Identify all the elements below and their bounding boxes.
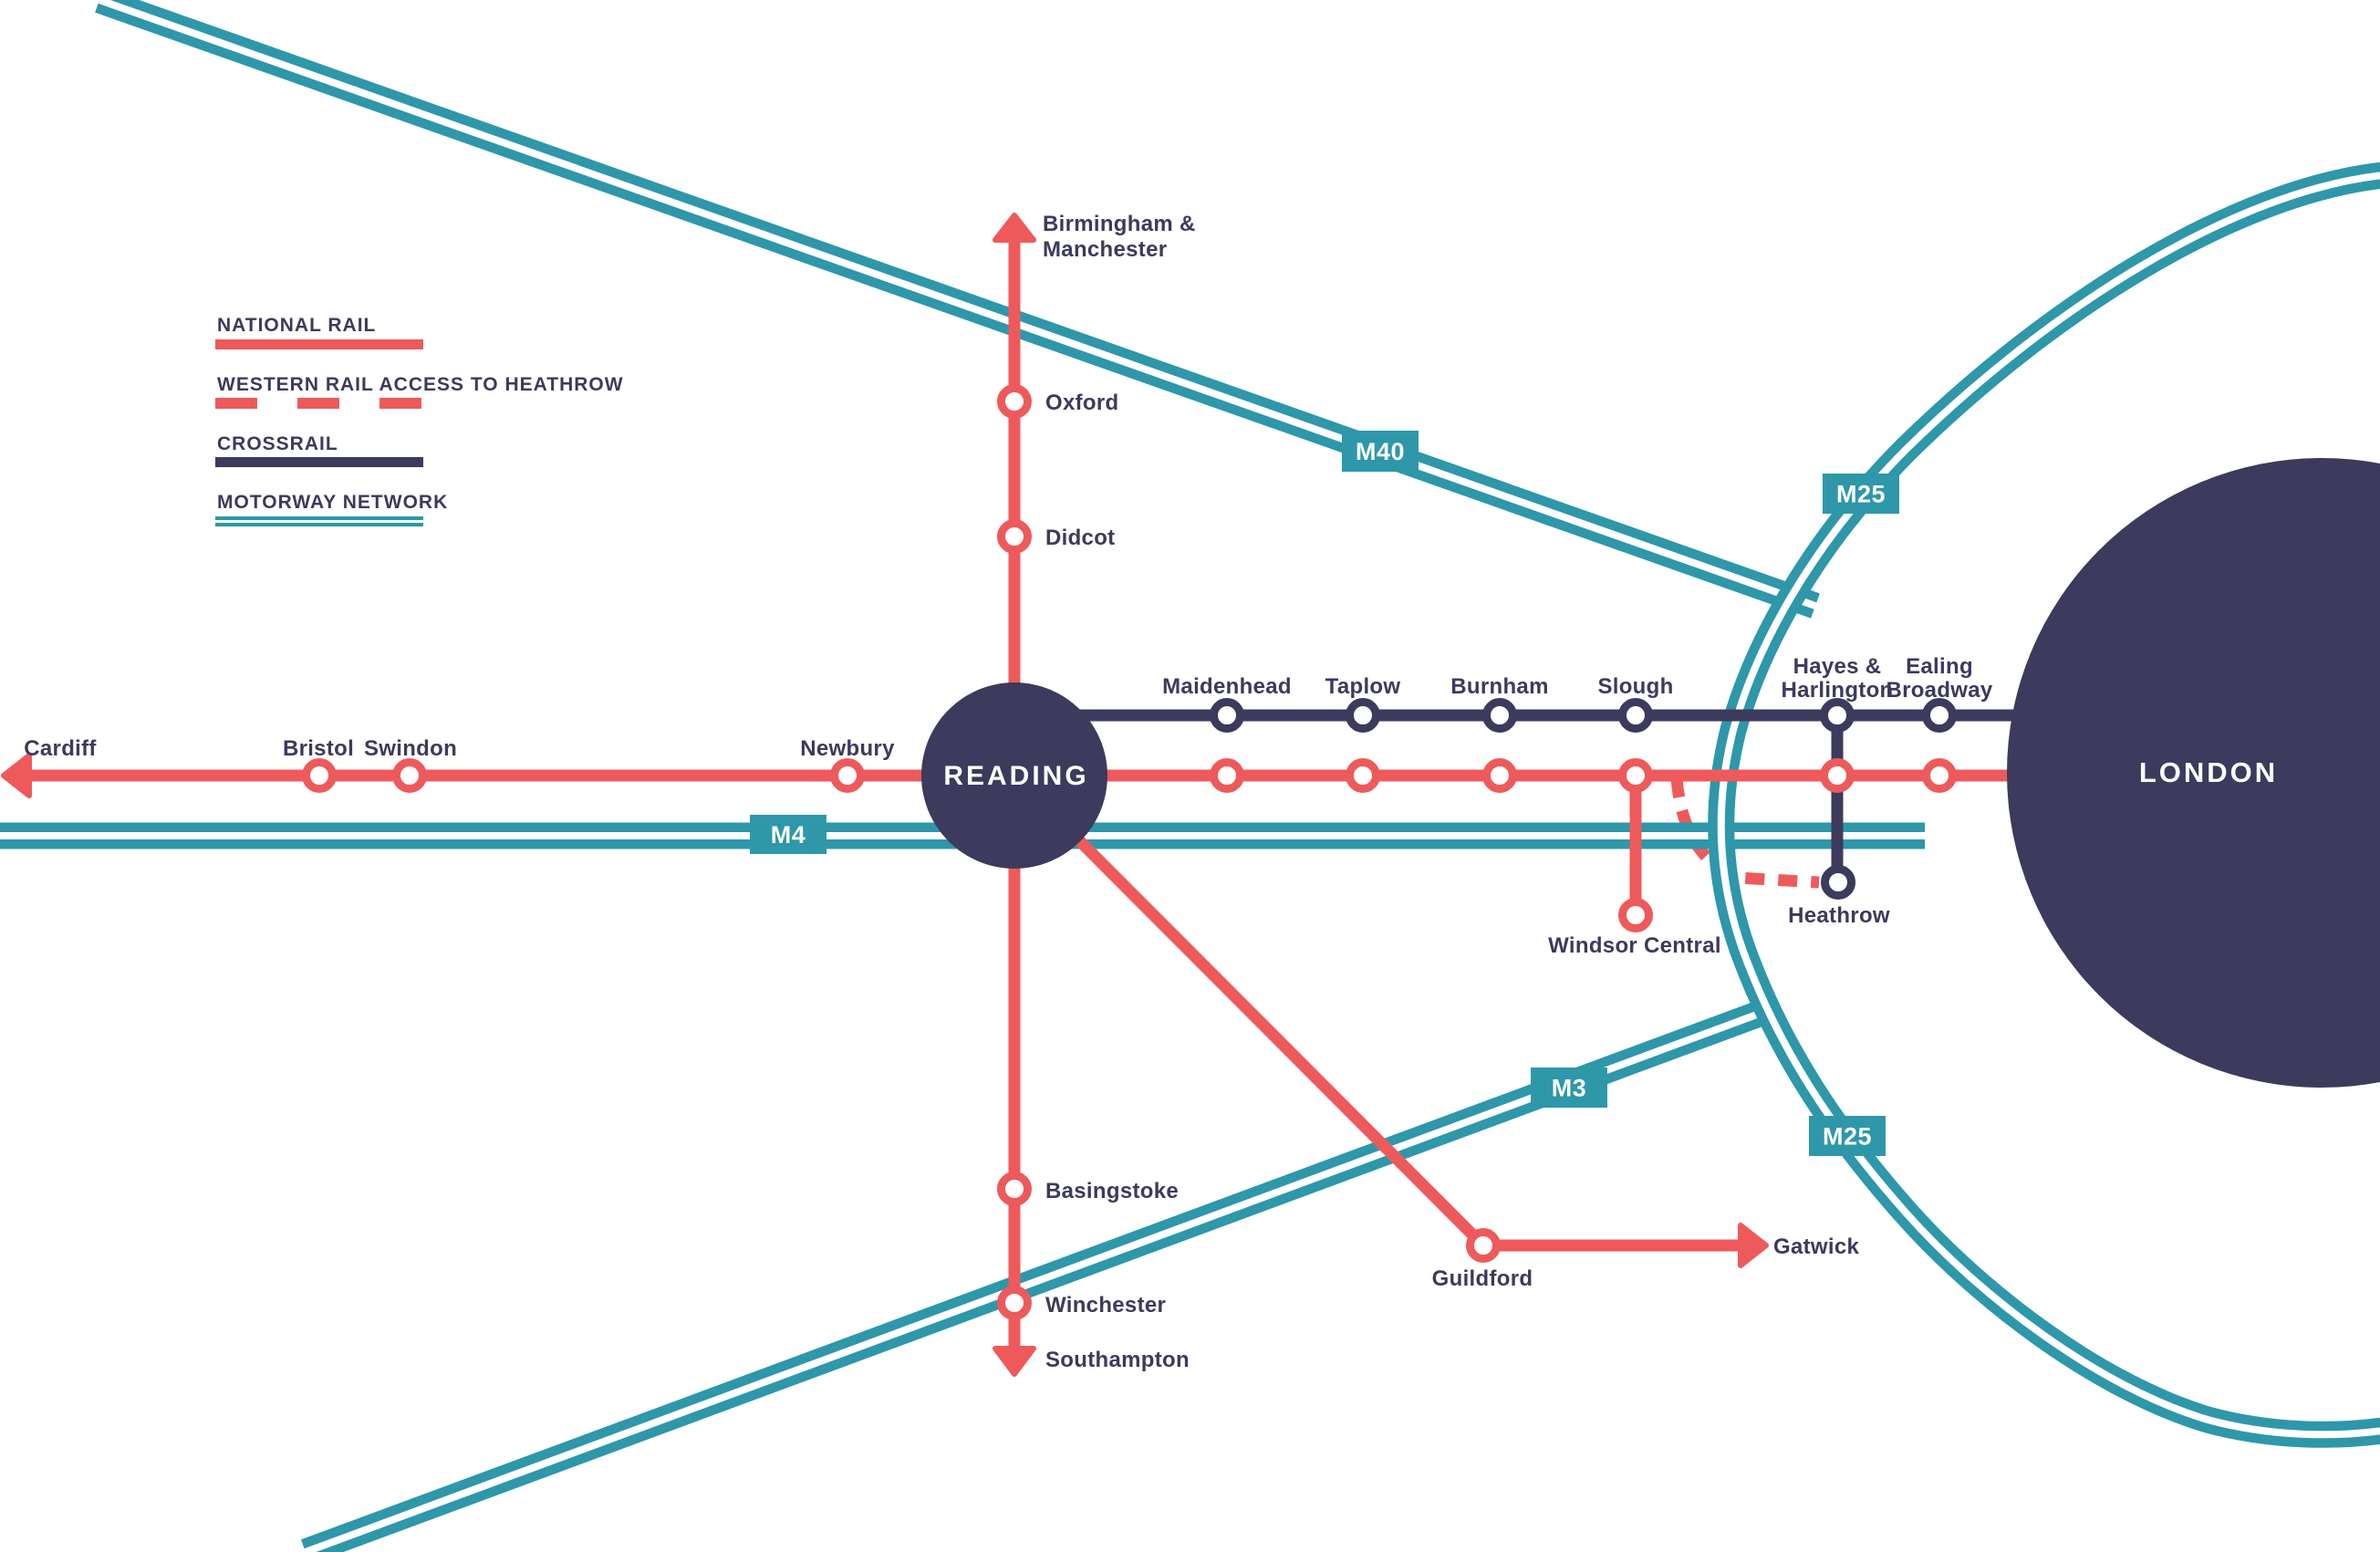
- station-windsor-central-label: Windsor Central: [1548, 933, 1721, 958]
- station-basingstoke-label: Basingstoke: [1045, 1179, 1179, 1203]
- station-hayes-harlington-label: Hayes &: [1793, 654, 1882, 679]
- badge-m3-text: M3: [1552, 1075, 1587, 1102]
- station-swindon-label: Swindon: [364, 736, 457, 761]
- arrow-left-cardiff: [1, 753, 32, 798]
- station-basingstoke-marker: [997, 1172, 1032, 1206]
- station-oxford-marker: [997, 384, 1032, 419]
- station-maidenhead-label: Maidenhead: [1162, 674, 1292, 699]
- station-didcot-label: Didcot: [1045, 526, 1115, 550]
- station-guildford-label: Guildford: [1432, 1266, 1533, 1291]
- badge-m25-text: M25: [1836, 481, 1886, 508]
- legend-swatch-motorway-top: [215, 516, 423, 520]
- station-slough-main-marker: [1618, 758, 1653, 793]
- badge-m40-text: M40: [1356, 438, 1405, 465]
- legend-item-1: WESTERN RAIL ACCESS TO HEATHROW: [215, 374, 624, 409]
- station-oxford-label: Oxford: [1045, 391, 1118, 415]
- station-slough-label: Slough: [1597, 674, 1673, 699]
- legend-item-3-label: MOTORWAY NETWORK: [217, 492, 448, 513]
- station-hayes-main-marker: [1820, 758, 1855, 793]
- legend-swatch-wrath-dash: [379, 398, 421, 409]
- legend-swatch-motorway-bottom: [215, 523, 423, 526]
- legend-swatch-crossrail: [215, 457, 423, 467]
- hubs-layer: READING LONDON: [921, 458, 2380, 1088]
- station-bristol-marker: [302, 758, 337, 793]
- station-maidenhead-marker: [1210, 698, 1244, 733]
- legend-item-2-label: CROSSRAIL: [217, 433, 338, 454]
- station-slough-marker: [1618, 698, 1653, 733]
- station-winchester-marker: [997, 1286, 1032, 1320]
- badge-m25-4: M25: [1809, 1116, 1886, 1156]
- station-taplow-main-marker: [1346, 758, 1380, 793]
- badge-m3-3: M3: [1531, 1068, 1607, 1108]
- legend-item-0: NATIONAL RAIL: [215, 315, 423, 349]
- legend-swatch-wrath-dash: [297, 398, 339, 409]
- badge-m4-0: M4: [750, 815, 826, 854]
- station-hayes-harlington-marker: [1820, 698, 1855, 733]
- arrow-right-gatwick: [1738, 1223, 1769, 1268]
- terminus-cardiff-label: Cardiff: [24, 736, 97, 761]
- terminus-birmingham-manchester-label: Manchester: [1043, 237, 1167, 262]
- hub-reading-label: READING: [943, 761, 1088, 791]
- terminus-birmingham-manchester-label: Birmingham &: [1043, 212, 1196, 236]
- legend-item-2: CROSSRAIL: [215, 433, 423, 467]
- badge-m4-text: M4: [771, 821, 806, 849]
- station-burnham-label: Burnham: [1450, 674, 1548, 699]
- station-heathrow-label: Heathrow: [1788, 903, 1890, 928]
- station-taplow-label: Taplow: [1325, 674, 1401, 699]
- legend-item-3: MOTORWAY NETWORK: [215, 492, 448, 526]
- legend: NATIONAL RAIL WESTERN RAIL ACCESS TO HEAT…: [215, 315, 624, 526]
- badge-m40-1: M40: [1342, 431, 1419, 472]
- legend-swatch-wrath-dash: [215, 398, 257, 409]
- legend-swatch-national-rail: [215, 339, 423, 349]
- stations-layer: Bristol Swindon Newbury OxfordDidcotBasings…: [283, 384, 1993, 1320]
- station-bristol-label: Bristol: [283, 736, 354, 761]
- station-guildford-marker: [1466, 1228, 1501, 1263]
- station-burnham-main-marker: [1482, 758, 1517, 793]
- legend-item-1-label: WESTERN RAIL ACCESS TO HEATHROW: [217, 374, 624, 395]
- station-maidenhead-main-marker: [1210, 758, 1244, 793]
- hub-london-label: LONDON: [2139, 756, 2278, 788]
- station-heathrow-marker: [1821, 865, 1855, 900]
- badge-m25-text: M25: [1823, 1123, 1872, 1151]
- station-ealing-broadway-marker: [1922, 698, 1957, 733]
- station-windsor-central-marker: [1618, 898, 1653, 932]
- arrow-down-southampton: [993, 1346, 1036, 1377]
- station-burnham-marker: [1482, 698, 1517, 733]
- legend-item-0-label: NATIONAL RAIL: [217, 315, 376, 336]
- station-taplow-marker: [1346, 698, 1380, 733]
- badge-m25-2: M25: [1823, 474, 1899, 514]
- station-winchester-label: Winchester: [1045, 1293, 1166, 1318]
- motorway-m25: [1708, 161, 2380, 1448]
- station-ealing-broadway-label: Ealing: [1906, 654, 1973, 679]
- station-didcot-marker: [997, 519, 1032, 554]
- terminus-southampton-label: Southampton: [1045, 1348, 1190, 1372]
- hub-london-circle: [2007, 458, 2380, 1088]
- arrow-up-birmingham: [993, 213, 1036, 243]
- motorway-m3: [300, 996, 1777, 1552]
- terminus-gatwick-label: Gatwick: [1773, 1234, 1859, 1259]
- terminus-labels-layer: Birmingham &ManchesterCardiffSouthampton…: [24, 212, 1859, 1372]
- station-ealing-main-marker: [1922, 758, 1957, 793]
- hub-reading-circle: [921, 682, 1107, 869]
- station-newbury-label: Newbury: [800, 736, 895, 761]
- station-newbury-marker: [830, 758, 865, 793]
- station-ealing-broadway-label: Broadway: [1886, 678, 1992, 703]
- motorway-m40: [95, 0, 1820, 619]
- station-swindon-marker: [392, 758, 427, 793]
- station-hayes-harlington-label: Harlington: [1782, 678, 1894, 703]
- crossrail-lines: [1014, 709, 2021, 876]
